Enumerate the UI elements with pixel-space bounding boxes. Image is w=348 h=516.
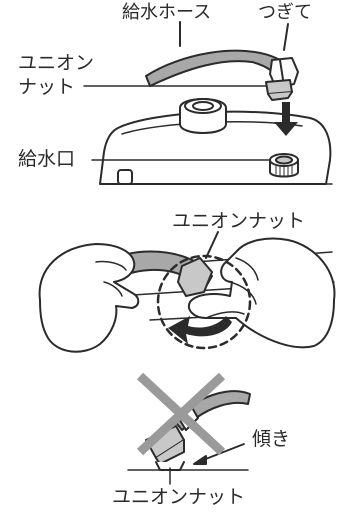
down-arrow-icon — [274, 102, 298, 136]
label-union-nut-line1: ユニオン — [18, 52, 95, 74]
right-hand — [188, 237, 336, 349]
label-hose: 給水ホース — [122, 2, 212, 23]
focus-circle — [156, 254, 252, 350]
label-union-nut-bottom: ユニオンナット — [112, 486, 246, 508]
leader-union-nut-middle — [205, 231, 219, 259]
label-union-nut-line2: ナット — [18, 76, 76, 98]
union-nut-middle — [177, 257, 213, 297]
leader-joint — [283, 23, 289, 51]
rotate-arrow-icon — [168, 316, 232, 344]
cross-mark-icon — [136, 372, 226, 456]
machine-top — [99, 110, 332, 185]
label-inlet: 給水口 — [18, 148, 76, 170]
water-inlet — [269, 153, 299, 178]
label-union-nut-middle: ユニオンナット — [172, 210, 306, 232]
label-joint: つぎて — [258, 2, 312, 23]
label-tilt: 傾き — [252, 428, 291, 450]
water-hose — [145, 49, 292, 87]
left-hand — [38, 243, 140, 353]
union-nut-top — [265, 79, 293, 95]
panel-top — [83, 21, 333, 185]
panel-middle — [38, 231, 336, 353]
